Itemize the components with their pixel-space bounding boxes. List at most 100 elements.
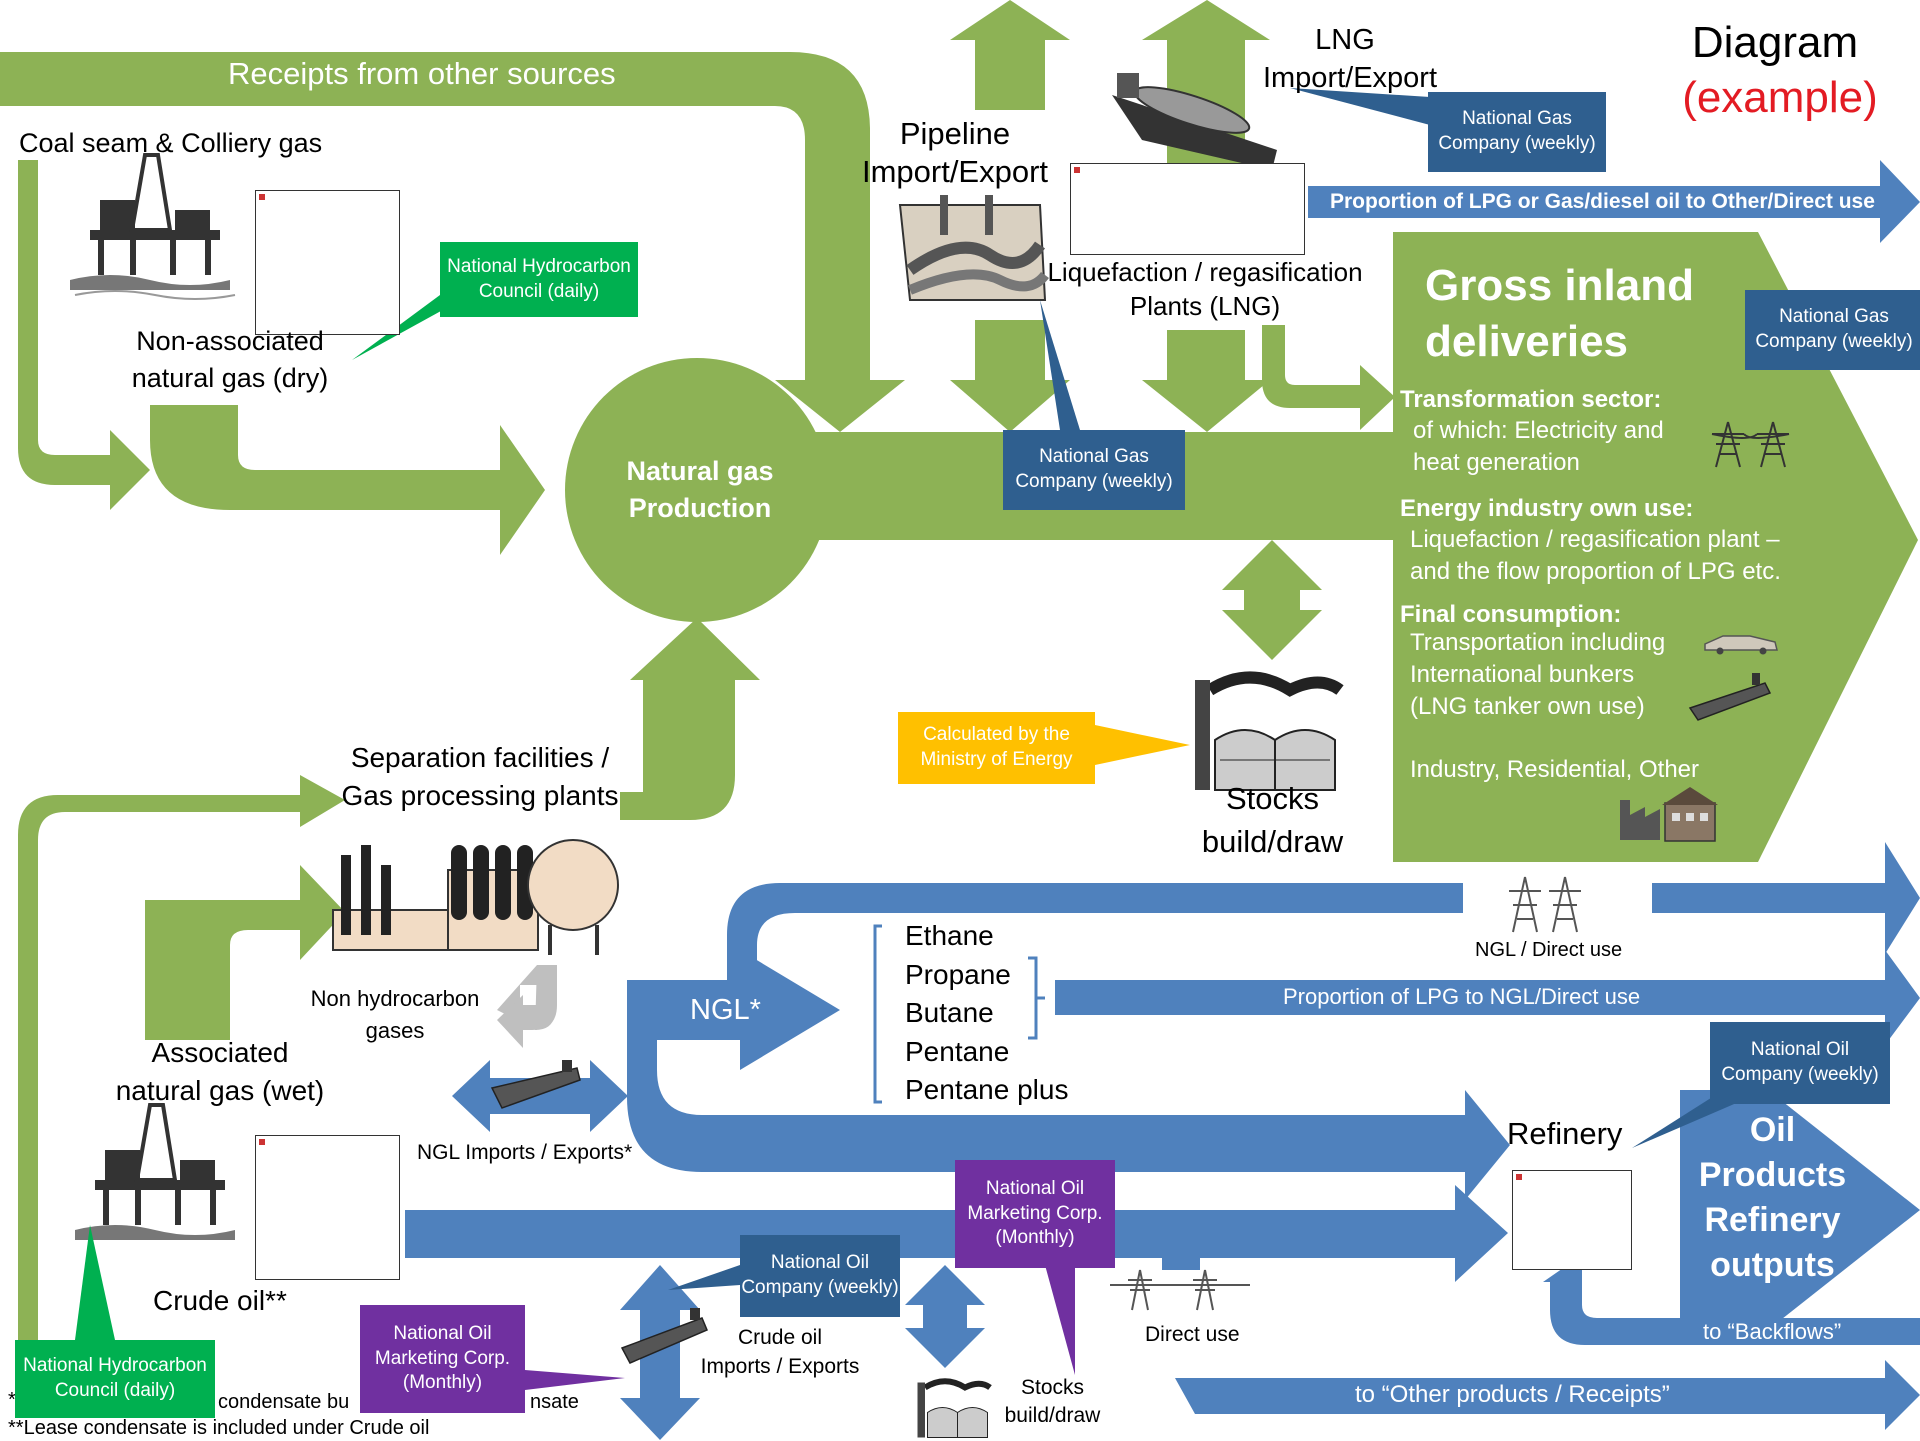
lng-label: LNG — [1315, 24, 1375, 56]
crude-tanker-icon — [620, 1308, 708, 1364]
associated-label: Associated — [151, 1037, 289, 1068]
ngl-brackets — [873, 924, 1045, 1104]
ngl-tanker-icon — [490, 1060, 581, 1109]
footnote-1b: condensate bu — [218, 1391, 350, 1413]
ngl-bottom-loop — [627, 1040, 1510, 1200]
ngl-column — [627, 980, 667, 1040]
lng-label-2: Import/Export — [1262, 62, 1438, 94]
oil-products-arrow — [1680, 1090, 1920, 1330]
liquefaction-label-2: Plants (LNG) — [1129, 291, 1281, 321]
image-placeholder-crude — [255, 1135, 400, 1280]
oil-rig-top-icon — [70, 153, 236, 300]
callout-nomc-stocks: National Oil Marketing Corp. (Monthly) — [955, 1160, 1115, 1268]
own-use-label: Liquefaction / regasification plant – — [1410, 526, 1780, 553]
gross-title: Gross inland — [1425, 261, 1694, 310]
production-circle — [565, 358, 829, 622]
associated-block — [145, 900, 230, 1040]
oil-products-line: Refinery — [1704, 1201, 1841, 1239]
crude-stocks-label: Stocks — [1020, 1376, 1085, 1399]
crude-io-label-2: Imports / Exports — [700, 1355, 860, 1378]
crude-storage-tanks-icon — [917, 1378, 992, 1438]
pointer-nhc-bottom — [75, 1225, 115, 1340]
storage-tanks-icon — [1195, 671, 1344, 791]
pylon-icon-ngl — [1509, 876, 1581, 933]
pipeline-label: Pipeline — [899, 116, 1011, 151]
own-use-label-2: and the flow proportion of LPG etc. — [1410, 558, 1781, 585]
electricity-label-2: heat generation — [1413, 449, 1580, 476]
crude-io-double-arrow — [620, 1265, 700, 1440]
gross-inland-arrow — [1393, 232, 1918, 862]
transport-label-3: (LNG tanker own use) — [1410, 693, 1645, 720]
liquefaction-to-gross-arrow — [1262, 325, 1395, 430]
image-placeholder-refinery — [1512, 1170, 1632, 1270]
non-hydrocarbon-label: Non hydrocarbon — [310, 986, 480, 1011]
footnote-2: **Lease condensate is included under Cru… — [8, 1417, 430, 1439]
pipeline-label-2: Import/Export — [861, 154, 1049, 189]
receipts-arrow — [0, 52, 905, 432]
car-icon — [1704, 635, 1778, 655]
direct-use-stub — [1162, 1258, 1200, 1270]
associated-label-2: natural gas (wet) — [115, 1075, 325, 1106]
gas-processing-plant-icon — [332, 839, 619, 955]
associated-to-separation-arrow — [145, 865, 345, 1040]
ngl-components-list: Ethane Propane Butane Pentane Pentane pl… — [905, 917, 1068, 1110]
stocks-label: Stocks — [1225, 781, 1320, 816]
pipeline-down-arrow — [950, 320, 1070, 432]
oil-products-line: Oil — [1749, 1111, 1796, 1149]
refinery-label: Refinery — [1507, 1116, 1623, 1151]
receipts-label: Receipts from other sources — [228, 56, 616, 91]
direct-use-label: Direct use — [1145, 1323, 1240, 1346]
ngl-component: Ethane — [905, 920, 994, 951]
ngl-component: Pentane — [905, 1035, 1010, 1067]
production-label: Natural gas — [626, 456, 774, 486]
ngl-imports-label: NGL Imports / Exports* — [417, 1141, 633, 1164]
callout-noc-refinery: National Oil Company (weekly) — [1710, 1022, 1890, 1104]
liquefaction-label: Liquefaction / regasification — [1047, 257, 1363, 287]
oil-products-line: outputs — [1710, 1246, 1835, 1284]
non-associated-arrow — [150, 405, 545, 555]
pointer-ngc-pipeline — [1040, 300, 1080, 430]
callout-ngc-pipeline: National Gas Company (weekly) — [1003, 430, 1185, 510]
bunker-tanker-icon — [1688, 673, 1772, 721]
pointer-noc-crude — [668, 1265, 740, 1290]
separation-label: Separation facilities / — [350, 742, 610, 773]
lpg-gasoil-other-label: Proportion of LPG or Gas/diesel oil to O… — [1330, 190, 1875, 213]
industry-label: Industry, Residential, Other — [1410, 756, 1700, 783]
pylon-icon-gross — [1711, 421, 1790, 468]
callout-nhc-bottom: National Hydrocarbon Council (daily) — [15, 1340, 215, 1418]
diagram-subtitle: (example) — [1682, 73, 1878, 122]
gross-title-2: deliveries — [1425, 317, 1629, 366]
callout-ngc-gross: National Gas Company (weekly) — [1745, 290, 1920, 370]
crude-stocks-double-arrow — [905, 1265, 985, 1368]
callout-noc-crude: National Oil Company (weekly) — [740, 1235, 900, 1317]
other-products-arrow — [1175, 1360, 1920, 1430]
backflows-label: to “Backflows” — [1703, 1319, 1842, 1344]
lng-down-arrow — [1142, 330, 1270, 432]
transport-label-2: International bunkers — [1410, 661, 1635, 688]
ngl-direct-use-bar-right — [1652, 883, 1892, 913]
non-associated-label-2: natural gas (dry) — [131, 363, 329, 393]
other-products-label: to “Other products / Receipts” — [1355, 1381, 1670, 1408]
image-placeholder-top — [255, 190, 400, 335]
pipeline-icon — [898, 195, 1049, 301]
diagram-title: Diagram — [1691, 18, 1859, 67]
ngl-bracket-left — [873, 924, 882, 1104]
ngl-label: NGL* — [690, 994, 761, 1026]
footnote-1c: nsate — [530, 1391, 579, 1413]
electricity-label: of which: Electricity and — [1413, 417, 1664, 444]
ngl-component: Butane — [905, 997, 994, 1028]
separation-label-2: Gas processing plants — [341, 780, 619, 811]
production-label-2: Production — [628, 493, 772, 523]
pointer-ministry — [1095, 725, 1190, 765]
oil-products-label: Oil Products Refinery outputs — [1680, 1108, 1865, 1288]
lpg-to-ngl-label: Proportion of LPG to NGL/Direct use — [1283, 984, 1641, 1009]
lpg-to-ngl-direct-arrow — [1055, 950, 1920, 1045]
callout-nomc-crude: National Oil Marketing Corp. (Monthly) — [360, 1305, 525, 1413]
ngl-imports-double-arrow — [452, 1060, 628, 1132]
ngl-top-loop — [727, 883, 1463, 985]
callout-ngc-lng: National Gas Company (weekly) — [1428, 92, 1606, 172]
ngl-block — [627, 950, 840, 1070]
pipeline-up-arrow — [950, 0, 1070, 110]
coal-seam-arrow — [18, 160, 150, 510]
